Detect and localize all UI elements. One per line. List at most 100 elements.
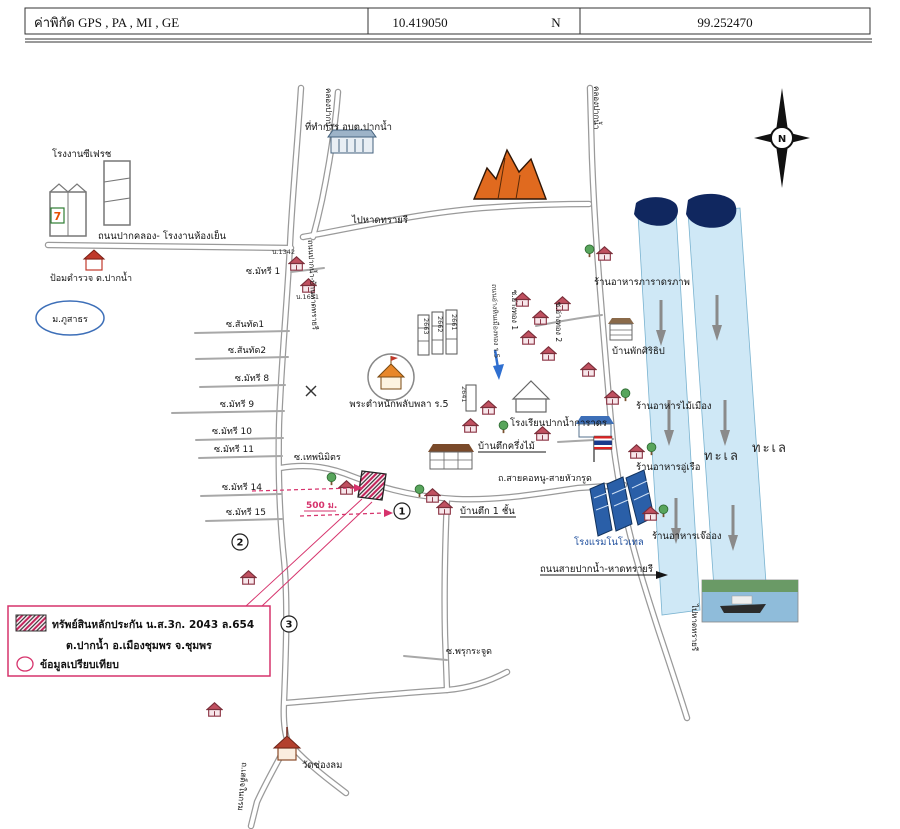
distance-500m-label: 500 ม.	[306, 501, 337, 511]
temple-icon	[272, 727, 302, 761]
soi-angthong1-label: ซ.อ่างทอง 1	[510, 290, 519, 330]
district-office-label: ที่ทำการ อบต.ปากน้ำ	[305, 120, 392, 133]
canal-left-label: คลองปากน้ำ	[324, 88, 335, 131]
road-network	[48, 88, 687, 826]
seven-eleven-sign	[50, 207, 65, 224]
landmark-icons: 7	[35, 129, 655, 761]
compass-rose: N	[754, 88, 810, 188]
to-beach-bottom-label: ไปหาดทรายรี	[690, 603, 699, 652]
house-icon	[520, 330, 537, 345]
sirithip-house-icon	[608, 318, 634, 341]
blue-direction-arrow-icon	[493, 349, 504, 380]
legend-line3: ข้อมูลเปรียบเทียบ	[40, 658, 119, 672]
boat-photo	[701, 579, 799, 623]
half-wood-building-icon	[428, 444, 474, 470]
police-box-icon	[82, 249, 106, 271]
soi-angthong2-label: ซ.อ่างทอง 2	[554, 302, 563, 342]
soi-matree15-label: ซ.มัทรี 15	[226, 507, 266, 518]
river-mouth-1	[634, 197, 678, 226]
gps-coord-label: ค่าพิกัด GPS , PA , MI , GE	[34, 15, 179, 30]
marker-circle-3	[280, 615, 298, 633]
soi-matree10-label: ซ.มัทรี 10	[212, 426, 252, 437]
jeong-restaurant-label: ร้านอาหารเจ๊อ่อง	[652, 530, 722, 542]
hotel-icon	[589, 469, 655, 537]
marker-3-label: 3	[286, 620, 293, 631]
soi-matree14-label: ซ.มัทรี 14	[222, 482, 262, 493]
house-icon	[628, 444, 645, 459]
novotel-label: โรงแรมโนโวเทล	[574, 536, 644, 548]
seafood-factory-icon: 7	[49, 160, 131, 237]
house-icon	[480, 400, 497, 415]
numbered-buildings	[417, 309, 477, 412]
legend-box: ทรัพย์สินหลักประกัน น.ส.3ก. 2043 ล.654 ต…	[7, 605, 271, 677]
temple-label: วัดช่องลม	[302, 760, 342, 771]
pusathorn-label: ม.ภูสาธร	[52, 315, 88, 325]
pavilion-icon	[367, 353, 415, 401]
pararat-restaurant-label: ร้านอาหารภาราดรภาพ	[594, 277, 690, 288]
pavilion-label: พระตำหนักพลับพลา ร.5	[349, 399, 448, 410]
seven-sign-label: 7	[54, 210, 62, 223]
soi-matree11-label: ซ.มัทรี 11	[214, 444, 254, 455]
school-label: โรงเรียนปากน้ำการาดร	[510, 416, 607, 429]
tree-icon	[326, 472, 337, 486]
house-icon	[240, 570, 257, 585]
latitude-value: 10.419050	[392, 15, 447, 30]
urua-restaurant-label: ร้านอาหารอู่เรือ	[636, 462, 700, 473]
river-mouth-2	[686, 193, 737, 228]
soi-matree1-label: ซ.มัทรี 1	[246, 266, 280, 277]
factory-road-label: ถนนปากคลอง- โรงงานห้องเย็น	[98, 229, 227, 242]
house-icon	[424, 488, 441, 503]
sirithip-house-label: บ้านพักศิริธิป	[612, 346, 665, 357]
thai-flag-icon	[593, 435, 613, 462]
building-2663-label: 2663	[422, 318, 430, 335]
house-no-1342-label: น.1342	[272, 248, 295, 256]
comparable-markers: 1 2 3	[231, 502, 411, 633]
house-icon	[206, 702, 223, 717]
school-icon	[511, 380, 614, 462]
legend-circle-swatch	[16, 656, 34, 672]
tree-icon	[498, 420, 509, 434]
legend-line1: ทรัพย์สินหลักประกัน น.ส.3ก. 2043 ล.654	[52, 618, 254, 631]
compass-north-label: N	[778, 134, 786, 145]
marker-circle-2	[231, 533, 249, 551]
building-2662-label: 2662	[436, 316, 444, 333]
tree-icon	[620, 388, 631, 402]
marker-2-label: 2	[237, 538, 244, 549]
canal-strip-2	[687, 207, 769, 618]
paknam-beach-road-label: ถนนสายปากน้ำ-หาดทรายรี	[540, 562, 653, 575]
legend-line2: ต.ปากน้ำ อ.เมืองชุมพร จ.ชุมพร	[66, 637, 212, 653]
soi-santat2-label: ซ.สันทัด2	[228, 346, 266, 356]
maimueang-restaurant-label: ร้านอาหารไม้เมือง	[636, 400, 712, 412]
soi-thepnimit-label: ซ.เทพนิมิตร	[294, 452, 341, 463]
soi-lanes	[171, 267, 614, 661]
house-icon	[580, 362, 597, 377]
soi-santat1-label: ซ.สันทัด1	[226, 320, 264, 330]
one-storey-house-label: บ้านตึก 1 ชั้น	[460, 504, 515, 517]
map-labels: โรงงานซีเฟรช ที่ทำการ อบต.ปากน้ำ คลองปาก…	[50, 86, 722, 811]
water-area: ทะเล ทะเล	[634, 193, 799, 623]
soi-prukrajood-label: ซ.พรุกระจูด	[446, 647, 492, 657]
building-2661-label: 2661	[450, 314, 458, 331]
factory-label: โรงงานซีเฟรช	[52, 148, 112, 160]
police-box-label: ป้อมตำรวจ ต.ปากน้ำ	[50, 271, 132, 284]
pusathorn-oval	[35, 300, 105, 336]
building-2641-label: 2641	[460, 386, 468, 403]
mountain-icon	[472, 148, 548, 200]
house-icon	[540, 346, 557, 361]
sea-label-2: ทะเล	[752, 441, 788, 456]
half-wood-house-label: บ้านตึกครึ่งไม้	[478, 439, 535, 452]
soi-matree8-label: ซ.มัทรี 8	[235, 373, 270, 384]
main-vertical-road-label: ถนนปากน้ำ-บ้านหาดทรายรี	[306, 240, 321, 330]
road-casings	[48, 88, 687, 826]
header-box	[24, 7, 871, 35]
canal-right-label: คลองปากน้ำ	[592, 86, 603, 129]
district-office-icon	[327, 129, 377, 154]
marker-circle-1	[393, 502, 411, 520]
tree-icon	[584, 244, 595, 258]
subject-property-hatch	[357, 470, 387, 501]
hemisphere-label: N	[551, 15, 561, 30]
longitude-value: 99.252470	[697, 15, 752, 30]
soi-matree9-label: ซ.มัทรี 9	[220, 399, 255, 410]
